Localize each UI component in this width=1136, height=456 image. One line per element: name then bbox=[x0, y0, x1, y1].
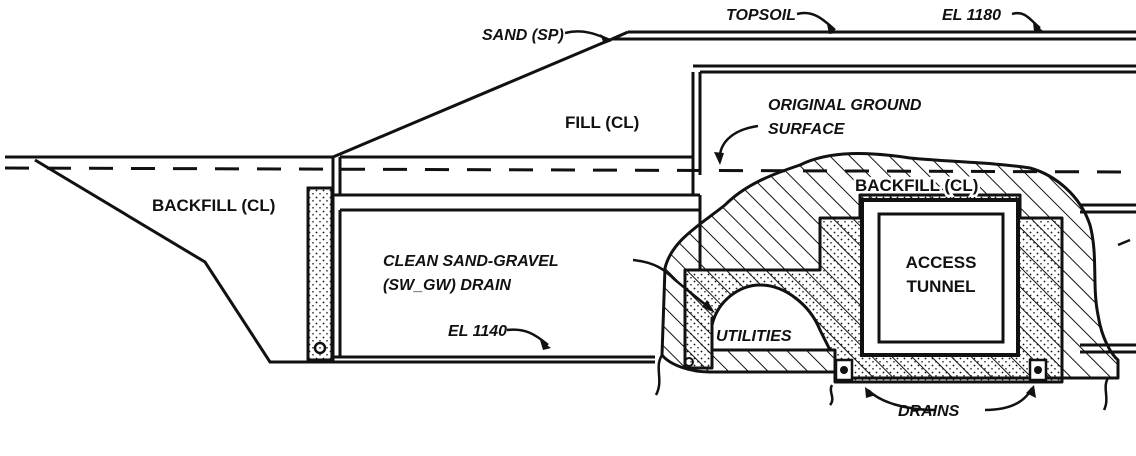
utilities-label: UTILITIES bbox=[716, 328, 792, 345]
arrowheads bbox=[540, 22, 1043, 398]
sand-sp-label: SAND (SP) bbox=[482, 27, 564, 44]
backfill-right-label: BACKFILL (CL) bbox=[855, 176, 978, 195]
left-drain-column bbox=[306, 186, 334, 362]
drains-label: DRAINS bbox=[898, 403, 960, 420]
tunnel-drains bbox=[684, 357, 1048, 382]
drain-label-line1: CLEAN SAND-GRAVEL bbox=[383, 253, 559, 270]
access-tunnel-box bbox=[860, 198, 1020, 357]
el-1180-label: EL 1180 bbox=[942, 7, 1001, 24]
access-tunnel-label-line2: TUNNEL bbox=[907, 277, 976, 296]
drain-label-line2: (SW_GW) DRAIN bbox=[383, 277, 511, 294]
topsoil-label: TOPSOIL bbox=[726, 7, 796, 24]
access-tunnel-label-line1: ACCESS bbox=[906, 253, 977, 272]
backfill-left-label: BACKFILL (CL) bbox=[152, 196, 275, 215]
original-ground-label-line2: SURFACE bbox=[768, 121, 846, 138]
original-ground-label-line1: ORIGINAL GROUND bbox=[768, 97, 922, 114]
utilities-arch bbox=[710, 283, 833, 352]
el-1140-label: EL 1140 bbox=[448, 323, 507, 340]
fill-cl-label: FILL (CL) bbox=[565, 113, 639, 132]
embankment-outline bbox=[5, 30, 1136, 364]
break-lines bbox=[654, 238, 1131, 411]
